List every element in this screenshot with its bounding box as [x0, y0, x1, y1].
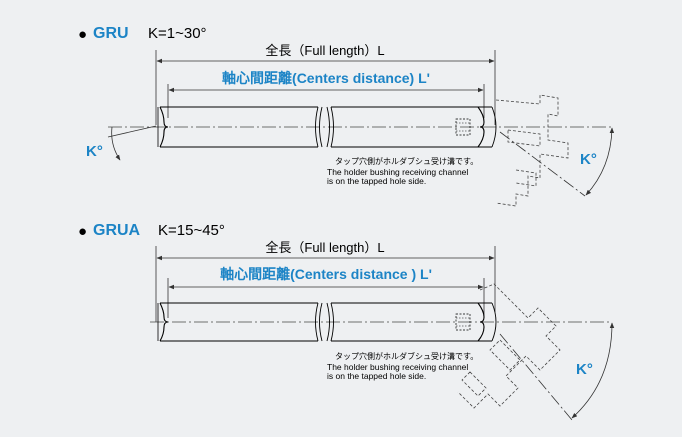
note-english-line2: is on the tapped hole side.: [327, 176, 426, 186]
angle-k-right: K°: [499, 127, 615, 197]
full-length-dimension: 全長（Full length）L: [155, 43, 496, 125]
tapped-hole-note: タップ穴側がホルダブシュ受け溝です。 The holder bushing re…: [327, 351, 478, 381]
centers-distance-label: 軸心間距離(Centers distance) L': [222, 70, 430, 86]
rod-body: [157, 106, 497, 148]
angle-label-right: K°: [580, 151, 597, 168]
full-length-label: 全長（Full length）L: [265, 43, 384, 58]
section-grua: ● GRUA K=15~45° 全長（Full length）L 軸心間距離(C…: [78, 222, 615, 421]
angle-k-right: K°: [499, 322, 615, 421]
note-english-line1: The holder bushing receiving channel: [327, 362, 468, 372]
rod-body: [157, 302, 497, 342]
centers-distance-dimension: 軸心間距離(Centers distance) L': [167, 70, 485, 118]
angle-range: K=1~30°: [148, 25, 207, 42]
note-japanese: タップ穴側がホルダブシュ受け溝です。: [335, 351, 478, 361]
model-code: GRU: [93, 25, 129, 42]
holder-outline: [495, 94, 569, 207]
note-english-line2: is on the tapped hole side.: [327, 371, 426, 381]
centers-distance-label: 軸心間距離(Centers distance ) L': [220, 266, 432, 282]
section-gru: ● GRU K=1~30° 全長（Full length）L 軸心間距離(Cen…: [78, 25, 615, 207]
tapped-hole-note: タップ穴側がホルダブシュ受け溝です。 The holder bushing re…: [327, 156, 478, 186]
centers-distance-dimension: 軸心間距離(Centers distance ) L': [167, 266, 485, 318]
section-bullet: ●: [78, 26, 87, 43]
angle-k-left: K°: [86, 125, 157, 161]
note-english-line1: The holder bushing receiving channel: [327, 167, 468, 177]
note-japanese: タップ穴側がホルダブシュ受け溝です。: [335, 156, 478, 166]
angle-label-right: K°: [576, 361, 593, 378]
model-code: GRUA: [93, 222, 141, 239]
angle-range: K=15~45°: [158, 222, 225, 239]
full-length-label: 全長（Full length）L: [265, 240, 384, 255]
holder-outline: [457, 283, 561, 409]
full-length-dimension: 全長（Full length）L: [155, 240, 496, 322]
angle-label-left: K°: [86, 143, 103, 160]
section-bullet: ●: [78, 223, 87, 240]
